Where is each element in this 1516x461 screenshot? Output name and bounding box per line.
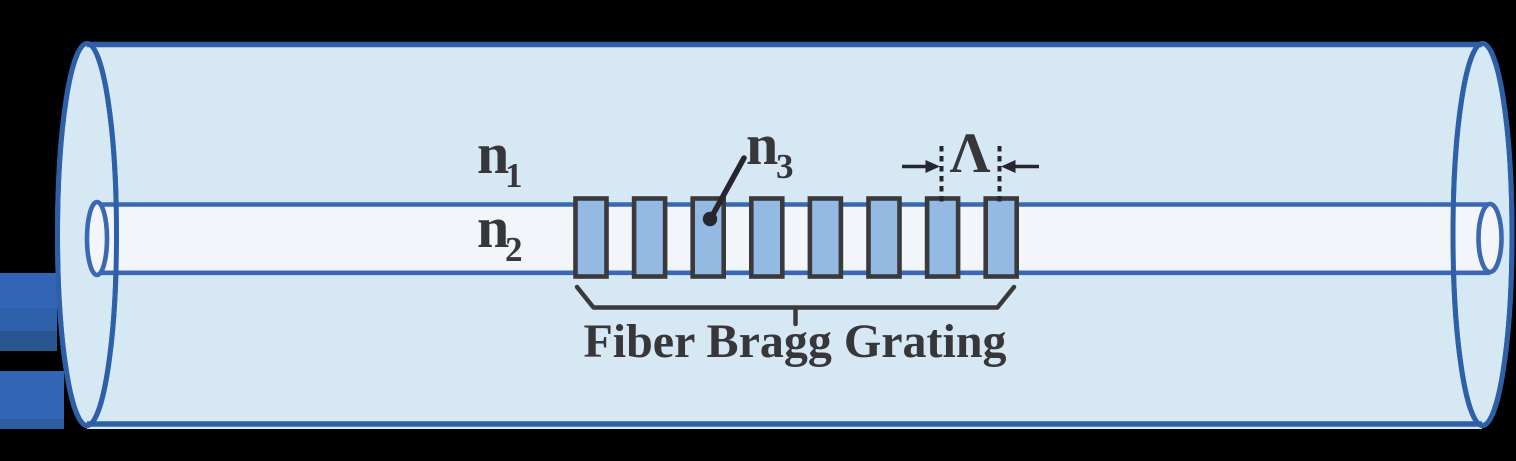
fiber-right-endcap-arc xyxy=(1450,41,1515,428)
label-n1-subscript: 1 xyxy=(505,156,523,195)
background-fragment xyxy=(0,419,64,429)
fiber-core-right-end xyxy=(1476,201,1504,275)
grating-segment xyxy=(983,196,1020,279)
grating-brace xyxy=(574,284,1017,327)
background-fragment xyxy=(0,273,57,308)
grating-segment xyxy=(573,196,609,279)
n3-leader-dot xyxy=(702,211,718,227)
fiber-core-left-end xyxy=(84,199,110,278)
left-edge-background-fragments xyxy=(0,273,64,429)
label-n3-subscript: 3 xyxy=(776,147,794,186)
grating-segment xyxy=(748,196,785,279)
grating-segment xyxy=(924,196,961,279)
label-n2-subscript: 2 xyxy=(505,230,523,269)
label-n3-base: n xyxy=(746,112,778,177)
grating-segment xyxy=(631,196,668,279)
label-n2-base: n xyxy=(477,195,509,260)
label-n1: n 1 xyxy=(477,121,523,195)
background-fragment xyxy=(0,331,57,351)
fiber-left-endcap-arc xyxy=(55,41,119,428)
grating-segment xyxy=(690,196,727,279)
diagram-caption: Fiber Bragg Grating xyxy=(583,315,1006,368)
label-n2: n 2 xyxy=(477,195,523,269)
dimension-arrow-right-icon xyxy=(1001,160,1016,173)
grating-segments xyxy=(573,196,1020,279)
n3-leader-line xyxy=(708,155,747,221)
label-n3-group: n 3 xyxy=(702,112,794,227)
fiber-core xyxy=(97,202,1490,275)
background-fragment xyxy=(0,308,57,331)
grating-segment xyxy=(866,196,902,279)
period-symbol-label: Λ xyxy=(950,122,991,185)
period-dimension-group: Λ xyxy=(902,122,1039,203)
label-n1-base: n xyxy=(477,121,509,186)
background-fragment xyxy=(0,371,64,419)
grating-segment xyxy=(807,196,844,279)
dimension-arrow-left-icon xyxy=(925,160,940,173)
